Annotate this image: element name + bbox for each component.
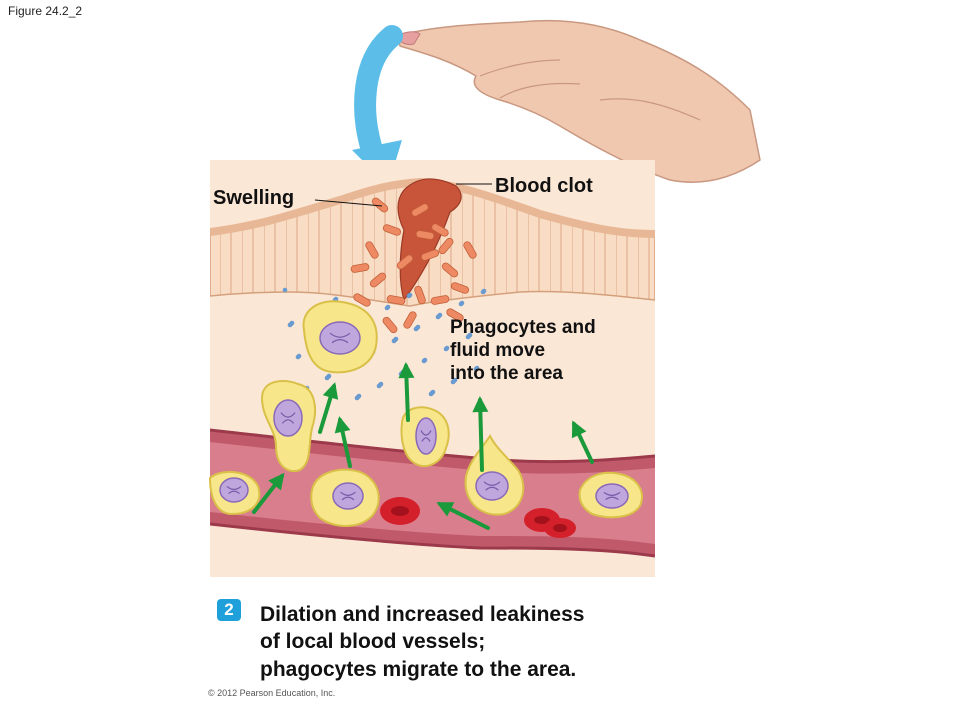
- bacterium: [415, 230, 435, 240]
- phagocyte-nucleus: [319, 321, 361, 355]
- bacterium: [430, 295, 450, 305]
- fluid-dot: [406, 293, 412, 299]
- bacterium: [350, 263, 370, 273]
- figure-label: Figure 24.2_2: [8, 4, 83, 18]
- fluid-dot: [480, 289, 486, 295]
- bacterium: [420, 249, 440, 261]
- fluid-dot: [413, 326, 419, 332]
- fluid-dot: [435, 314, 441, 320]
- fluid-dot: [324, 375, 330, 381]
- green-arrow-icon: [318, 382, 339, 434]
- bacterium: [353, 293, 371, 307]
- phagocyte: [302, 300, 378, 374]
- bacterium: [403, 311, 417, 329]
- swelling-leader-line: [314, 199, 383, 207]
- bacterium: [463, 241, 477, 259]
- blood-clot-label: Blood clot: [495, 175, 593, 197]
- bacterium: [382, 224, 402, 236]
- phagocyte: [208, 470, 261, 516]
- red-blood-cells: [380, 497, 576, 538]
- fluid-dot: [295, 354, 301, 360]
- green-arrow-icon: [334, 416, 352, 468]
- green-arrow-icon: [571, 420, 594, 464]
- phagocyte-nucleus: [273, 399, 303, 437]
- fluid-dot: [473, 366, 479, 372]
- caption: Dilation and increased leakiness of loca…: [260, 601, 584, 683]
- phagocytes-label-line: into the area: [450, 363, 563, 385]
- fluid-dot: [428, 391, 434, 397]
- bacterium: [446, 308, 464, 322]
- green-arrow-icon: [472, 396, 489, 472]
- bacterium: [411, 203, 429, 217]
- phagocyte-nucleus: [415, 417, 437, 455]
- bacterium: [431, 223, 449, 237]
- fluid-dot: [376, 383, 382, 389]
- fluid-dot: [443, 346, 449, 352]
- copyright-notice: © 2012 Pearson Education, Inc.: [208, 688, 336, 698]
- phagocytes-label-line: Phagocytes and: [450, 317, 596, 338]
- phagocyte: [400, 406, 450, 467]
- bacterium: [438, 237, 454, 255]
- phagocytes-label: Phagocytes and fluid move into the area: [450, 316, 596, 386]
- fluid-dot: [354, 395, 360, 401]
- green-arrow-icon: [252, 472, 285, 514]
- caption-line: Dilation and increased leakiness: [260, 603, 585, 626]
- bacterium: [386, 295, 406, 305]
- bacterium: [396, 254, 414, 270]
- fluid-dot: [421, 358, 427, 364]
- bacteria-group: [350, 197, 477, 334]
- bacterium: [365, 241, 379, 259]
- bacterium: [369, 272, 387, 288]
- phagocyte-nucleus: [475, 471, 509, 501]
- caption-line: of local blood vessels;: [260, 630, 486, 654]
- fluid-dot: [287, 322, 293, 328]
- phagocyte: [260, 380, 316, 472]
- fluid-dot: [450, 379, 456, 385]
- phagocyte: [578, 471, 643, 519]
- hand-image: [397, 19, 761, 183]
- bacterium: [382, 316, 398, 334]
- phagocyte: [310, 468, 380, 527]
- step-number-badge: 2: [217, 599, 241, 621]
- fluid-dot: [458, 301, 464, 307]
- phagocytes-group: [208, 300, 643, 527]
- swelling-label: Swelling: [213, 187, 295, 209]
- fluid-dot: [465, 334, 471, 340]
- migration-arrows: [252, 362, 594, 530]
- phagocyte-nucleus: [332, 482, 364, 510]
- caption-line: phagocytes migrate to the area.: [260, 657, 577, 681]
- phagocytes-label-line: fluid move: [450, 340, 546, 362]
- green-arrow-icon: [398, 362, 415, 422]
- bacterium: [441, 262, 459, 278]
- bacterium: [371, 197, 389, 213]
- fluid-dot: [384, 305, 390, 311]
- fluid-dot: [391, 338, 397, 344]
- fluid-dot: [282, 287, 288, 293]
- bacterium: [450, 282, 470, 294]
- green-arrow-icon: [436, 502, 490, 530]
- bacterium: [414, 285, 426, 305]
